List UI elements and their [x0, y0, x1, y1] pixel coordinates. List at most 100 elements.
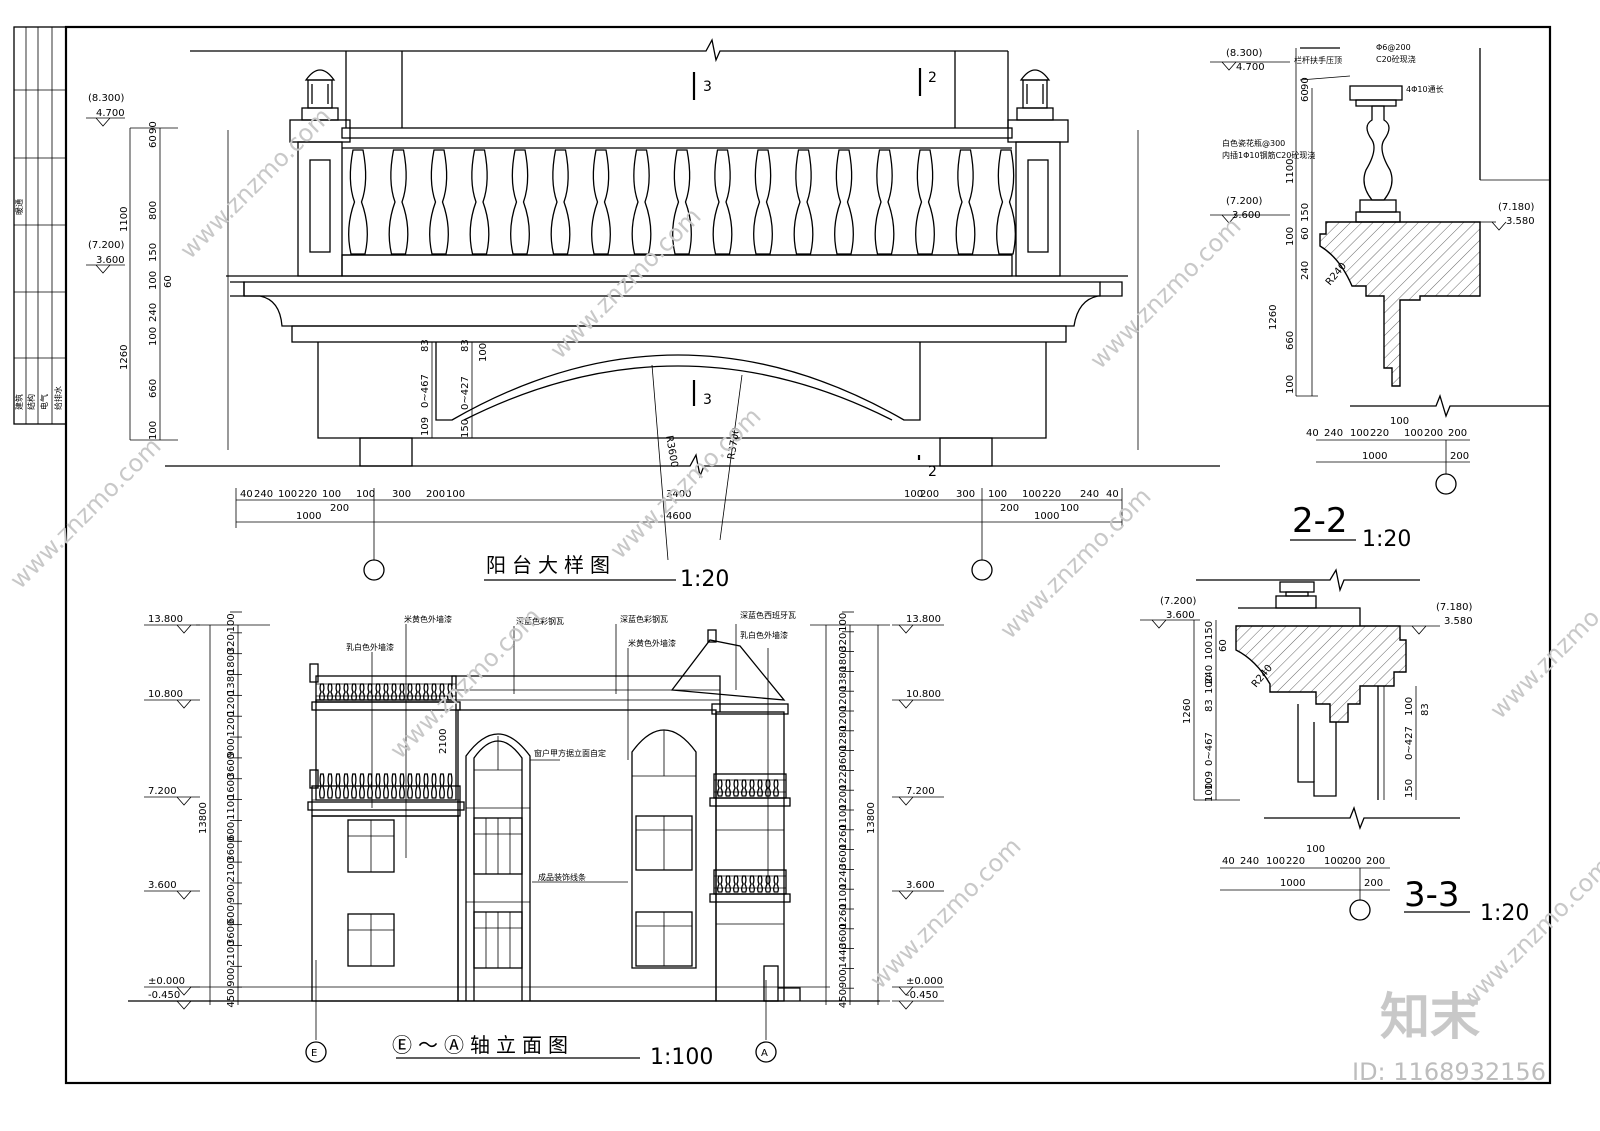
s33-scale: 1:20 [1480, 901, 1529, 926]
s22-hd-3: 220 [1370, 428, 1389, 439]
elevation-baluster-icon [733, 779, 739, 797]
s22-vd-4: 100 [1285, 227, 1296, 246]
elevation-dim: 1440 [838, 943, 849, 968]
strip-label-3: 电气 [39, 394, 49, 410]
s22-scale: 1:20 [1362, 527, 1411, 552]
title-strip: 建筑 结构 电气 给排水 暖通 [13, 26, 67, 425]
elevation-baluster-icon [415, 773, 421, 799]
s33-hd-5: 100 [1324, 856, 1343, 867]
elevation-dim: 1220 [838, 765, 849, 790]
s22-level-right-rel: 3.580 [1506, 216, 1535, 227]
baluster-icon [955, 149, 976, 255]
bvd-3: 800 [148, 201, 159, 220]
s22-level-top-rel: 4.700 [1236, 62, 1265, 73]
elevation-baluster-icon [367, 683, 373, 701]
level-mark: 3.600 [906, 880, 935, 891]
elevation-baluster-icon [319, 773, 325, 799]
elevation-dim: 1600 [226, 774, 237, 799]
elev-label-6: 乳白色外墙漆 [740, 630, 788, 640]
elevation-dim: 900 [226, 968, 237, 987]
elevation-dim: 900 [226, 884, 237, 903]
elevation-baluster-icon [725, 779, 731, 797]
s22-level-right: (7.180) [1498, 202, 1535, 213]
level-mark: 3.600 [148, 880, 177, 891]
elevation-dim: 900 [226, 738, 237, 757]
s22-note-5: 内插1Φ10钢筋C20砼现浇 [1222, 150, 1315, 160]
s22-hd-4: 100 [1390, 416, 1409, 427]
bhd-10: 100 [904, 489, 923, 500]
elev-scale: 1:100 [650, 1045, 713, 1070]
elevation-baluster-icon [749, 875, 755, 893]
s33-vd-5: 83 [1204, 699, 1215, 712]
balcony-level-mid: (7.200) [88, 240, 125, 251]
level-mark: 7.200 [906, 786, 935, 797]
bvd-7: 240 [148, 303, 159, 322]
drawing-border [64, 25, 1552, 1085]
s33-vd-8: 109 [1204, 771, 1215, 790]
elevation-baluster-icon [399, 773, 405, 799]
bhd-1: 240 [254, 489, 273, 500]
elevation-dim: 3600 [838, 745, 849, 770]
strip-label-4: 给排水 [53, 386, 63, 410]
baluster-icon [591, 149, 611, 255]
sec-mark-1: 2 [928, 70, 937, 86]
elevation-dim: 1100 [838, 884, 849, 909]
s22-vd-9: 100 [1285, 375, 1296, 394]
s22-hd-2: 100 [1350, 428, 1369, 439]
bvd-8: 100 [148, 327, 159, 346]
elev-axis-right: A [761, 1048, 768, 1059]
sec-mark-0: 3 [703, 79, 712, 95]
elev-label-1: 米黄色外墙漆 [404, 614, 452, 624]
section-22-drawing [1210, 47, 1550, 541]
elevation-dim: 3600 [226, 920, 237, 945]
elevation-baluster-icon [717, 875, 723, 893]
elevation-dim: 450 [226, 988, 237, 1007]
balusters [348, 149, 1016, 255]
arch-dim-6: 100 [478, 343, 489, 362]
elevation-dim: 1200 [226, 711, 237, 736]
elevation-baluster-icon [351, 683, 357, 701]
elevation-dim: 1260 [838, 903, 849, 928]
bhd-2: 100 [278, 489, 297, 500]
balcony-level-top: (8.300) [88, 93, 125, 104]
elev-label-8: 成品装饰线条 [538, 872, 586, 882]
level-mark: ±0.000 [906, 976, 943, 987]
elev-label-7: 窗户甲方据立面自定 [534, 748, 606, 758]
sec-mark-2: 3 [703, 392, 712, 408]
bvd-4: 150 [148, 243, 159, 262]
baluster-icon [510, 149, 530, 255]
elevation-dim: 100 [838, 613, 849, 632]
lamp-right-icon [1016, 69, 1054, 121]
arch-dim-3: 83 [460, 339, 471, 352]
balcony-elevation [165, 38, 1220, 561]
s22-vd-8: 660 [1285, 331, 1296, 350]
elevation-baluster-icon [439, 683, 445, 701]
elevation-baluster-icon [423, 773, 429, 799]
bvd-11: 100 [148, 421, 159, 440]
s33-level-left: (7.200) [1160, 596, 1197, 607]
s33-vd-1: 100 [1204, 641, 1215, 660]
elevation-baluster-icon [367, 773, 373, 799]
elevation-baluster-icon [431, 773, 437, 799]
bhd-8: 100 [446, 489, 465, 500]
s33-hd-7: 200 [1366, 856, 1385, 867]
elevation-baluster-icon [773, 875, 779, 893]
elevation-baluster-icon [765, 779, 771, 797]
elevation-dim: 1100 [226, 795, 237, 820]
s33-level-right-rel: 3.580 [1444, 616, 1473, 627]
elevation-baluster-icon [431, 683, 437, 701]
s33-hd-4: 100 [1306, 844, 1325, 855]
lamp-left-icon [301, 69, 339, 121]
elevation-baluster-icon [741, 779, 747, 797]
baluster-icon [874, 149, 895, 255]
bhd-13: 100 [988, 489, 1007, 500]
elevation-baluster-icon [749, 779, 755, 797]
elevation-baluster-icon [773, 779, 779, 797]
baluster-icon [348, 149, 368, 255]
baluster-icon [712, 149, 733, 255]
elevation-baluster-icon [319, 683, 325, 701]
elevation-baluster-icon [351, 773, 357, 799]
elevation-baluster-icon [391, 773, 397, 799]
baluster-icon [996, 149, 1016, 255]
elevation-dim: 1100 [838, 804, 849, 829]
